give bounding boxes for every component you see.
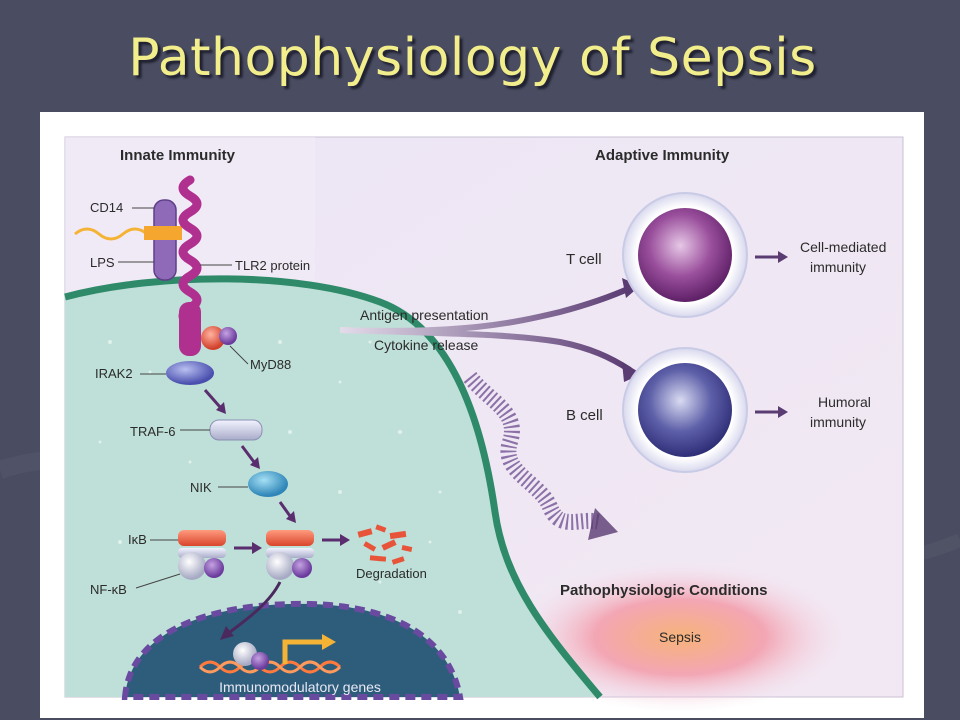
b-cell-label: B cell <box>566 407 603 424</box>
antigen-presentation-label: Antigen presentation <box>360 307 488 323</box>
cytokine-release-label: Cytokine release <box>374 337 478 353</box>
ikb-protein <box>178 530 226 546</box>
myd88-label: MyD88 <box>250 357 291 372</box>
b-cell <box>638 363 732 457</box>
traf6-protein <box>209 419 263 441</box>
conditions-heading: Pathophysiologic Conditions <box>560 582 768 599</box>
irak2-protein <box>166 361 214 385</box>
tlr2-label: TLR2 protein <box>235 258 310 273</box>
cd14-label: CD14 <box>90 200 123 215</box>
adaptive-heading: Adaptive Immunity <box>595 147 730 164</box>
irak2-label: IRAK2 <box>95 366 133 381</box>
t-cell-label: T cell <box>566 251 602 268</box>
innate-heading: Innate Immunity <box>120 147 236 164</box>
lps-molecule <box>74 227 148 241</box>
degradation-label: Degradation <box>356 566 427 581</box>
b-cell-effect-line1: Humoral <box>818 394 871 410</box>
t-cell-effect-line2: immunity <box>810 259 866 275</box>
nik-protein <box>248 471 288 497</box>
degradation-fragments <box>357 524 413 565</box>
nucleus <box>121 600 464 700</box>
cell-membrane <box>64 275 603 700</box>
nucleus-label: Immunomodulatory genes <box>219 679 381 695</box>
traf6-label: TRAF-6 <box>130 424 176 439</box>
sepsis-glow <box>510 562 850 712</box>
lps-label: LPS <box>90 255 115 270</box>
t-cell-arrow-icon <box>622 278 640 298</box>
nik-label: NIK <box>190 480 212 495</box>
tlr2-receptor <box>178 175 202 329</box>
nfkb-label: NF-κB <box>90 582 127 597</box>
slide-title: Pathophysiology of Sepsis <box>128 28 817 88</box>
nfkb-protein <box>178 552 206 580</box>
sepsis-diagram: Immunomodulatory genes Innate Immunity A… <box>64 136 904 712</box>
myd88-protein <box>201 326 225 350</box>
b-cell-arrow-icon <box>622 362 642 382</box>
b-cell-effect-line2: immunity <box>810 414 866 430</box>
ikb-label: IκB <box>128 532 147 547</box>
transcription-arrow-icon <box>282 639 322 664</box>
t-cell <box>638 208 732 302</box>
t-cell-effect-line1: Cell-mediated <box>800 239 886 255</box>
diagram-panel: Immunomodulatory genes Innate Immunity A… <box>40 112 924 718</box>
sepsis-progression-arrow <box>463 371 602 530</box>
sepsis-label: Sepsis <box>659 629 701 645</box>
